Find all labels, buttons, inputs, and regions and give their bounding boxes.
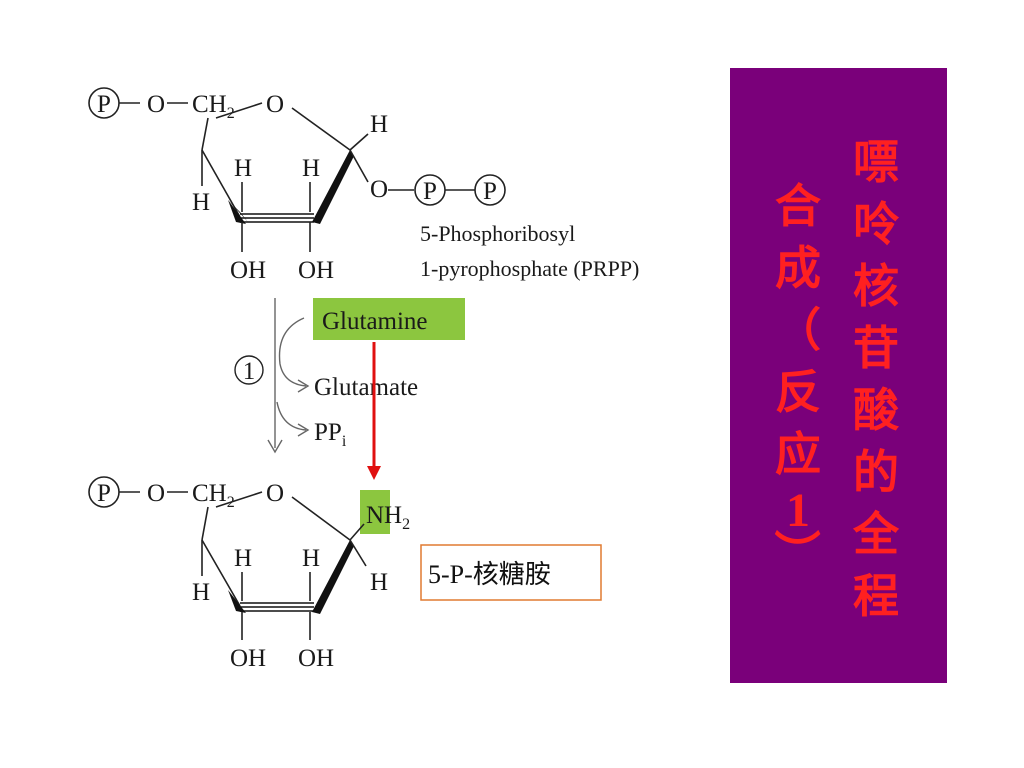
prpp-structure: P O CH2 O H H H H OH OH O P: [88, 87, 639, 284]
product-structure: P O CH2 O NH2 H H H H OH OH 5-P-核糖胺: [88, 476, 602, 672]
oh-c3: OH: [230, 645, 266, 672]
glutamine-highlight: [313, 298, 465, 340]
bond: [349, 149, 369, 183]
wedge-bond: [228, 200, 246, 224]
bond: [201, 506, 209, 541]
oh-c3: OH: [230, 257, 266, 284]
title-step-number: 1: [786, 484, 810, 537]
ch2-label: CH2: [192, 480, 235, 511]
phosphate-label: P: [97, 480, 111, 507]
phosphate-label: P: [97, 91, 111, 118]
step-number: 1: [243, 358, 256, 385]
bond: [201, 117, 209, 151]
title-column-right: 嘌 呤 核 苷 酸 的 全 程: [852, 135, 915, 623]
ppi-curved-arrow: [276, 401, 307, 431]
phosphate-circle: [474, 174, 506, 206]
ring-oxygen: O: [266, 480, 284, 507]
ring-oxygen: O: [266, 91, 284, 118]
step-number-circle: [234, 355, 264, 385]
wedge-bond: [228, 200, 248, 222]
title-background: [730, 68, 947, 683]
h-c3: H: [234, 155, 252, 182]
pp-label-2: P: [483, 178, 497, 205]
reaction-step: 1 Glutamine Glutamate PPi: [234, 298, 465, 480]
h-c4: H: [192, 579, 210, 606]
bond: [291, 107, 351, 151]
bond: [215, 102, 263, 119]
bond: [349, 133, 369, 151]
glutamine-label: Glutamine: [322, 308, 428, 335]
bond: [215, 491, 263, 508]
title-column-left: 合 成 （ 反 应: [775, 179, 837, 481]
ppi-label: PPi: [314, 419, 347, 450]
glutamate-curved-arrow: [278, 317, 307, 387]
reaction-arrowhead: [267, 439, 283, 454]
h-c4: H: [192, 189, 210, 216]
title-close-paren: ）: [769, 529, 823, 575]
h-anomeric: H: [370, 111, 388, 138]
pp-label-1: P: [423, 178, 437, 205]
h-c2: H: [302, 545, 320, 572]
arrowhead: [297, 379, 310, 393]
product-label-box: [420, 544, 602, 601]
o-link: O: [147, 91, 165, 118]
wedge-bond: [312, 150, 354, 224]
ch2-label: CH2: [192, 91, 235, 122]
nh2-highlight: [360, 490, 390, 534]
wedge-bond: [228, 590, 246, 613]
nh2-label: NH2: [366, 502, 410, 533]
bond: [349, 523, 365, 541]
oh-c2: OH: [298, 257, 334, 284]
bond: [291, 496, 351, 541]
h-anomeric: H: [370, 569, 388, 596]
o-pyro: O: [370, 176, 388, 203]
red-arrowhead: [367, 466, 381, 480]
h-c2: H: [302, 155, 320, 182]
product-label-cn: 5-P-核糖胺: [428, 560, 551, 589]
glutamate-label: Glutamate: [314, 374, 418, 401]
bond: [349, 539, 367, 567]
prpp-name-line2: 1-pyrophosphate (PRPP): [420, 256, 639, 281]
oh-c2: OH: [298, 645, 334, 672]
wedge-bond: [312, 540, 354, 614]
bond: [201, 539, 241, 607]
h-c3: H: [234, 545, 252, 572]
prpp-name-line1: 5-Phosphoribosyl: [420, 221, 575, 246]
o-link: O: [147, 480, 165, 507]
title-panel: 嘌 呤 核 苷 酸 的 全 程 合 成 （ 反 应 1 ）: [730, 68, 947, 683]
arrowhead: [297, 423, 310, 437]
